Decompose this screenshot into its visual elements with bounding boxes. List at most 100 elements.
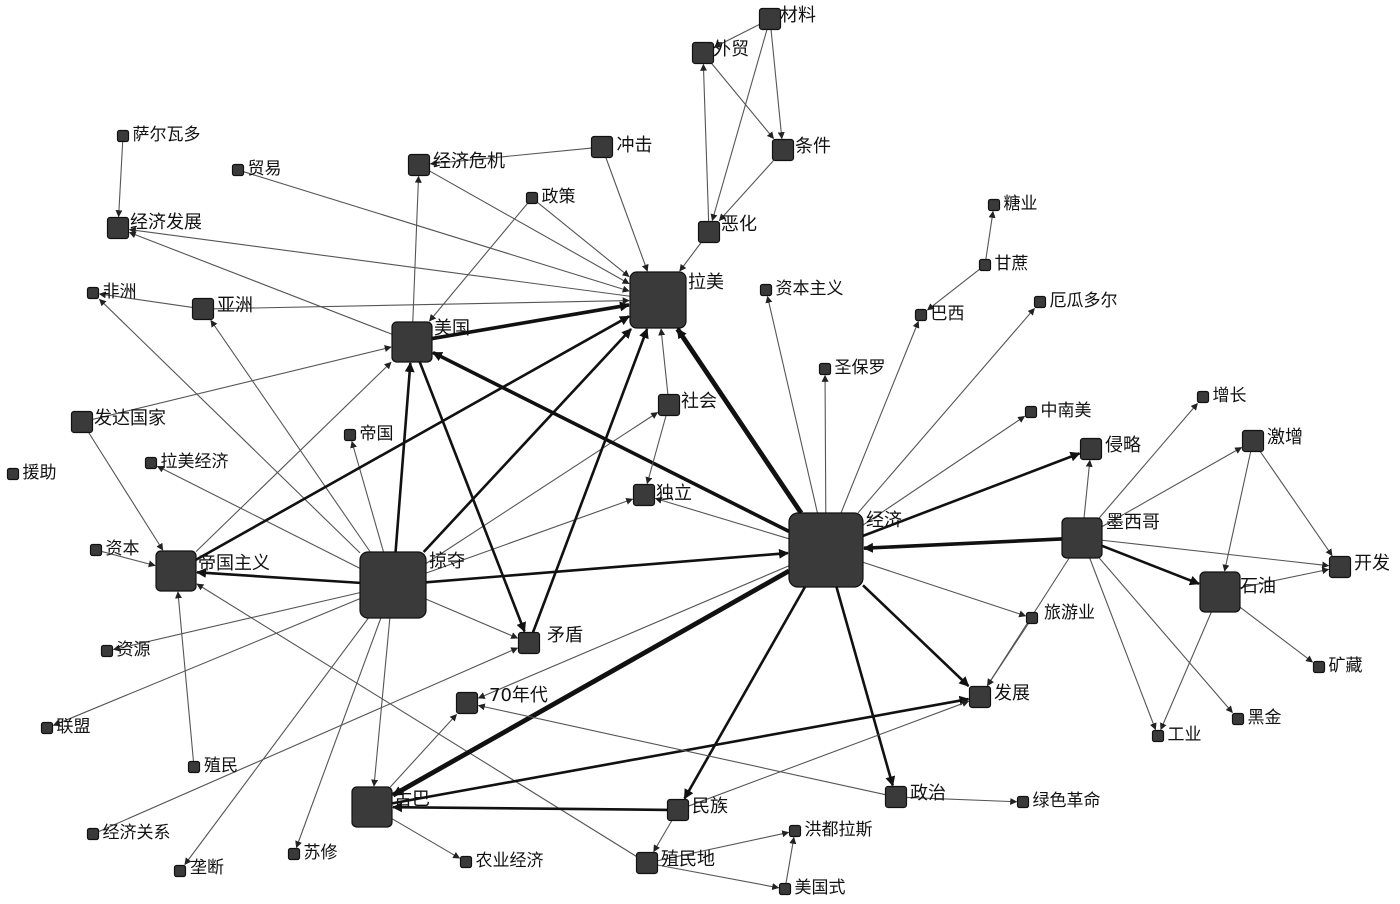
node-label-feizhou: 非洲	[103, 282, 137, 302]
edge-maoyi-lamei	[243, 171, 630, 293]
node-box-zengzhang	[1196, 390, 1210, 404]
edge-moxige-qinlue	[1083, 459, 1093, 519]
edge-moxige-kaifa	[1101, 539, 1330, 569]
node-label-zhengzhi: 政治	[910, 783, 946, 804]
node-box-baxi	[914, 308, 928, 322]
node-layer: 材料外贸条件恶化冲击经济危机萨尔瓦多贸易政策经济发展拉美非洲亚洲美国糖业甘蔗资本…	[6, 5, 1390, 898]
node-label-tangye: 糖业	[1004, 194, 1038, 214]
node-label-qinlue: 侵略	[1105, 435, 1141, 456]
node-zhongnanmei: 中南美	[1024, 401, 1092, 421]
node-label-fadaguojia: 发达国家	[94, 408, 166, 429]
node-meiguo: 美国	[391, 318, 470, 363]
node-label-nongyejingji: 农业经济	[476, 851, 544, 871]
node-label-zengzhang: 增长	[1213, 386, 1247, 406]
edge-moxige-heijin	[1098, 557, 1233, 714]
node-box-eguaduoer	[1033, 295, 1047, 309]
node-box-yazhou	[191, 297, 215, 321]
node-box-lamei	[629, 271, 687, 329]
node-label-zhimin: 殖民	[204, 756, 238, 776]
node-suxiu: 苏修	[287, 843, 338, 863]
node-box-gongye	[1151, 729, 1165, 743]
edge-meiguoshi-hongdulasi	[785, 836, 797, 884]
node-box-duli	[632, 483, 656, 507]
edge-jjweiji-lamei	[429, 170, 630, 285]
node-label-ziben: 资本	[106, 539, 140, 559]
node-waimao: 外贸	[691, 39, 749, 65]
edge-guba-niandai70	[389, 713, 457, 788]
edge-guba-fazhan	[391, 695, 970, 805]
node-label-diguozhuyi: 帝国主义	[198, 553, 270, 574]
node-label-ganzhe: 甘蔗	[995, 254, 1029, 274]
node-label-tiaojian: 条件	[795, 136, 831, 157]
node-box-fadaguojia	[70, 410, 94, 434]
node-zhimindi: 殖民地	[635, 848, 715, 875]
edge-maodun-lamei	[531, 328, 649, 633]
edge-lamei-jjfazhan	[128, 226, 631, 297]
node-box-shehui	[657, 393, 681, 417]
node-box-diguozhuyi	[155, 550, 197, 592]
node-box-maodun	[517, 631, 541, 655]
node-box-waimao	[691, 41, 715, 65]
edge-lveduo-feizhou	[98, 298, 361, 554]
node-box-zhengce	[525, 191, 539, 205]
node-box-zhimindi	[635, 851, 659, 875]
node-yuanzhu: 援助	[6, 463, 57, 483]
edge-zhengzhi-niandai70	[477, 703, 886, 796]
node-label-lianmeng: 联盟	[57, 717, 91, 737]
edge-jjguanxi-maodun	[98, 647, 519, 833]
node-label-lameijingji: 拉美经济	[161, 452, 229, 472]
node-duli: 独立	[632, 483, 692, 507]
node-feizhou: 非洲	[86, 282, 137, 302]
edge-ehua-waimao	[700, 63, 710, 222]
edge-lveduo-lianmeng	[52, 598, 361, 727]
node-label-maodun: 矛盾	[547, 625, 583, 646]
node-label-zhengce: 政策	[542, 187, 576, 207]
node-box-cailiao	[758, 7, 782, 31]
node-label-ziyuan: 资源	[117, 640, 151, 660]
node-box-jjweiji	[407, 153, 431, 177]
edge-jizeng-kaifa	[1259, 451, 1333, 557]
node-label-lveduo: 掠夺	[429, 551, 465, 572]
node-label-jingji: 经济	[866, 510, 902, 531]
node-shengbaoluo: 圣保罗	[818, 358, 886, 378]
node-label-hongdulasi: 洪都拉斯	[805, 820, 873, 840]
node-label-duli: 独立	[656, 483, 692, 504]
edge-moxige-jingji	[863, 537, 1063, 553]
edge-diguozhuyi-lamei	[195, 315, 630, 561]
edge-zhimindi-meiguoshi	[657, 864, 780, 891]
node-heijin: 黑金	[1231, 708, 1282, 728]
node-box-shengbaoluo	[818, 362, 832, 376]
node-lianmeng: 联盟	[40, 717, 91, 737]
node-diguozhuyi: 帝国主义	[155, 550, 270, 592]
node-shiyou: 石油	[1199, 571, 1276, 613]
node-box-zhengzhi	[884, 785, 908, 809]
node-box-guba	[351, 786, 393, 828]
edge-lveduo-ziyuan	[112, 592, 361, 652]
node-label-shengbaoluo: 圣保罗	[835, 358, 886, 378]
edge-meiguo-jjfazhan	[128, 231, 393, 335]
node-label-suxiu: 苏修	[304, 843, 338, 863]
edge-jingji-fazhan	[862, 584, 970, 687]
node-ziyuan: 资源	[100, 640, 151, 660]
node-label-baxi: 巴西	[931, 304, 965, 324]
edge-jingji-shengbaoluo	[821, 374, 829, 514]
node-label-saerwaduo: 萨尔瓦多	[133, 125, 201, 145]
edge-lveduo-longduan	[184, 617, 369, 866]
node-label-niandai70: 70年代	[489, 685, 548, 706]
node-label-guba: 古巴	[394, 789, 430, 810]
edge-lveduo-suxiu	[295, 617, 382, 849]
edge-guba-nongyejingji	[391, 818, 461, 859]
node-maoyi: 贸易	[231, 159, 282, 179]
node-box-chongji	[590, 135, 614, 159]
edge-zhengzhi-lvsegeming	[906, 796, 1018, 805]
edge-lveduo-lamei	[422, 328, 632, 553]
node-zhimin: 殖民	[187, 756, 238, 776]
node-box-zhongnanmei	[1024, 405, 1038, 419]
node-jjweiji: 经济危机	[407, 151, 505, 177]
edge-jizeng-shiyou	[1222, 451, 1252, 572]
node-yazhou: 亚洲	[191, 295, 253, 321]
node-label-waimao: 外贸	[713, 39, 749, 60]
node-ehua: 恶化	[697, 214, 757, 244]
node-kaifa: 开发	[1328, 553, 1390, 579]
node-jjfazhan: 经济发展	[106, 212, 202, 240]
